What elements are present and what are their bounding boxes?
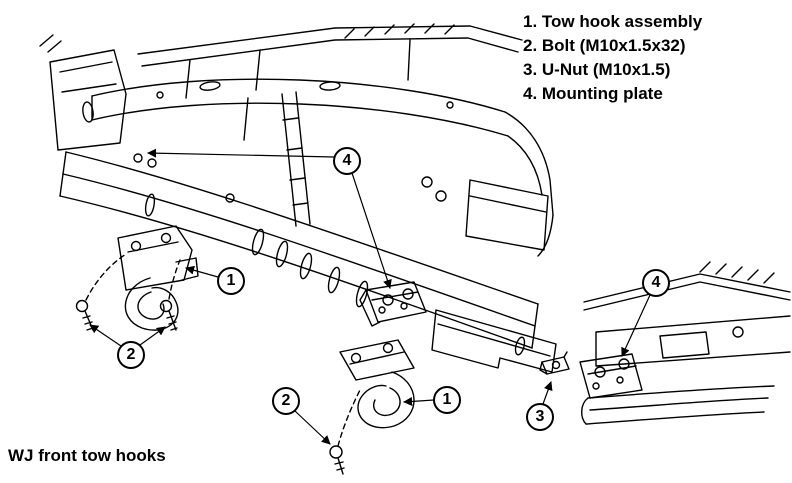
frame-illustration: [39, 23, 557, 373]
bottom-bolt: [329, 445, 345, 475]
left-bolts: [75, 253, 181, 331]
legend-item-1: 1. Tow hook assembly: [523, 12, 703, 31]
u-nut: [539, 351, 570, 375]
legend-item-4: 4. Mounting plate: [523, 84, 663, 103]
callout-bolts-left: 2: [117, 341, 145, 369]
center-tow-hook: [337, 339, 415, 447]
callout-number: 2: [126, 346, 136, 363]
callout-number: 4: [342, 152, 352, 169]
right-detail-view: [579, 261, 791, 425]
legend: 1. Tow hook assembly 2. Bolt (M10x1.5x32…: [523, 10, 785, 106]
callout-number: 4: [651, 274, 661, 291]
callout-number: 2: [281, 392, 291, 409]
callout-mounting-plate-top: 4: [333, 147, 361, 175]
center-mounting-plate: [359, 281, 427, 327]
legend-item-3: 3. U-Nut (M10x1.5): [523, 60, 671, 79]
legend-item-2: 2. Bolt (M10x1.5x32): [523, 36, 686, 55]
callout-tow-hook-left: 1: [217, 267, 245, 295]
callout-tow-hook-center: 1: [433, 386, 461, 414]
callout-number: 1: [226, 272, 236, 289]
callout-bolt-bottom: 2: [272, 387, 300, 415]
left-tow-hook: [117, 225, 199, 331]
callout-number: 3: [535, 408, 545, 425]
diagram-caption: WJ front tow hooks: [8, 446, 166, 465]
callout-mounting-plate-detail: 4: [642, 269, 670, 297]
callout-u-nut: 3: [526, 403, 554, 431]
callout-number: 1: [442, 391, 452, 408]
leader-lines: [89, 148, 651, 445]
